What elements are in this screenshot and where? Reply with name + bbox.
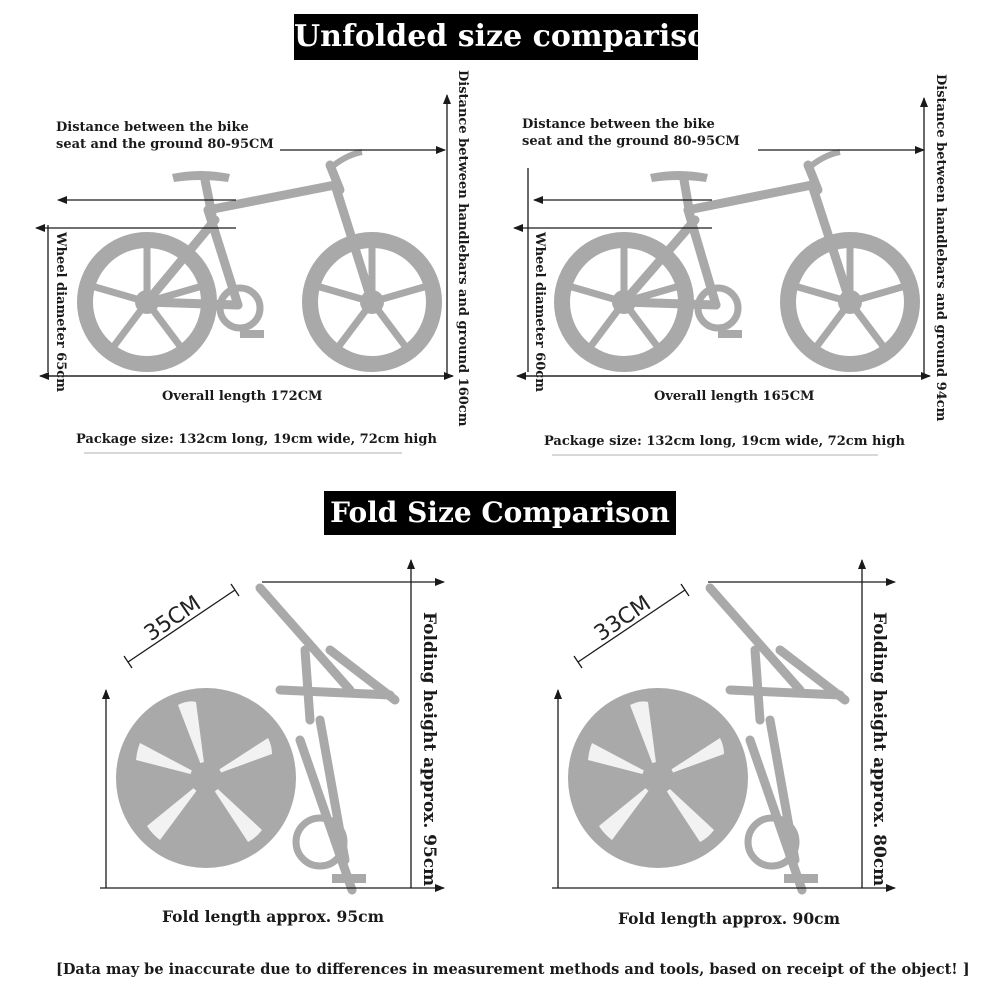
folded-right-arrows [552,559,896,892]
right-handlebar-label: Distance between handlebars and ground 9… [933,74,948,422]
right-package-size: Package size: 132cm long, 19cm wide, 72c… [544,434,905,449]
right-seat-label-line1: Distance between the bike [522,117,715,132]
unfolded-title: Unfolded size comparison [294,14,729,60]
left-seat-label-line1: Distance between the bike [56,120,249,135]
left-package-underline [84,452,402,454]
left-fold-height-label: Folding height approx. 95cm [419,612,439,887]
folded-left-arrows [100,559,445,892]
left-fold-length-label: Fold length approx. 95cm [162,907,384,926]
unfolded-right-arrows [513,97,931,380]
unfolded-bike-right [554,149,920,372]
right-overall-length: Overall length 165CM [654,389,815,404]
left-seat-label-line2: seat and the ground 80-95CM [56,137,274,152]
folded-bike-left [116,583,400,895]
left-overall-length: Overall length 172CM [162,389,323,404]
right-wheel-label: Wheel diameter 60cm [532,232,547,392]
folded-title: Fold Size Comparison [324,491,676,535]
right-fold-length-label: Fold length approx. 90cm [618,909,840,928]
left-wheel-label: Wheel diameter 65cm [53,232,68,392]
unfolded-left-arrows [35,94,454,380]
folded-bike-right [568,583,850,895]
right-fold-height-label: Folding height approx. 80cm [869,612,889,887]
unfolded-bike-left [77,149,442,372]
right-seat-label-line2: seat and the ground 80-95CM [522,134,740,149]
left-package-size: Package size: 132cm long, 19cm wide, 72c… [76,432,437,447]
disclaimer: [Data may be inaccurate due to differenc… [56,961,970,978]
left-handlebar-label: Distance between handlebars and ground 1… [455,70,470,427]
right-package-underline [552,454,878,456]
